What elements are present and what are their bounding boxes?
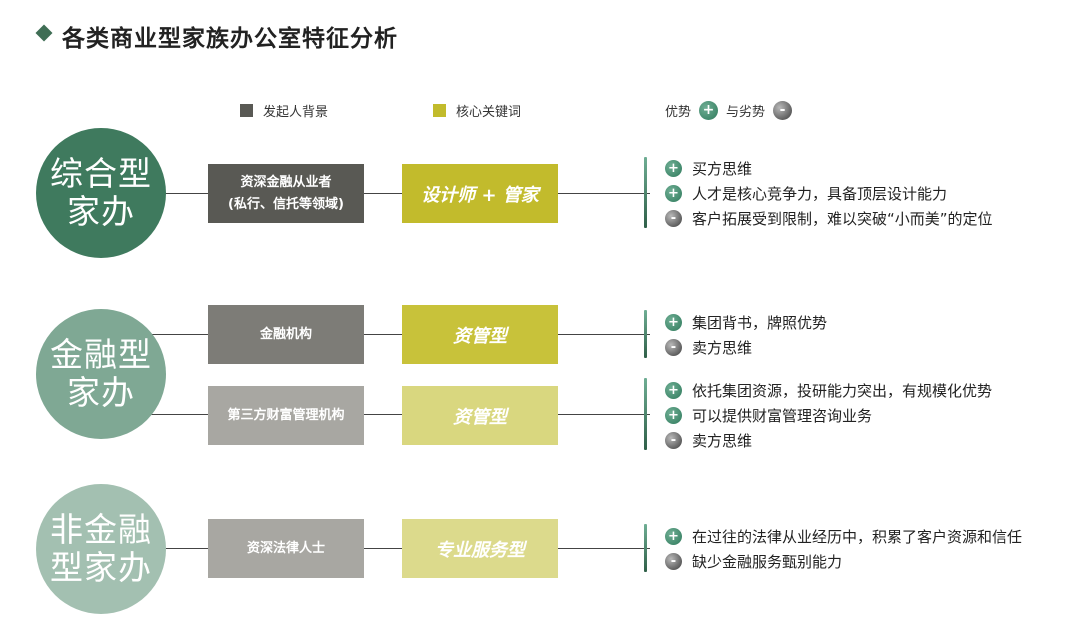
category-label-line2: 型家办 xyxy=(50,548,152,587)
legend-founder: 发起人背景 xyxy=(240,101,329,120)
legend-advantage-label: 优势 xyxy=(665,104,692,120)
page-title: 各类商业型家族办公室特征分析 xyxy=(62,26,398,52)
plus-icon: + xyxy=(665,313,682,331)
founder-label-line1: 资深法律人士 xyxy=(246,540,325,556)
feature-item: + 依托集团资源，投研能力突出，有规模化优势 xyxy=(665,379,992,401)
feature-item: - 卖方思维 xyxy=(665,429,752,451)
plus-icon: + xyxy=(665,381,682,399)
legend-keyword-label: 核心关键词 xyxy=(456,104,522,120)
connector-line xyxy=(150,193,650,194)
legend-founder-swatch xyxy=(240,103,253,117)
minus-icon: - xyxy=(665,209,682,227)
founder-label-line1: 资深金融从业者 xyxy=(240,174,332,190)
feature-text: 人才是核心竞争力，具备顶层设计能力 xyxy=(692,184,948,203)
feature-item: - 缺少金融服务甄别能力 xyxy=(665,550,842,572)
legend-founder-label: 发起人背景 xyxy=(263,104,329,120)
keyword-box: 资管型 xyxy=(402,386,558,445)
founder-label-line2: (私行、信托等领域) xyxy=(228,196,344,212)
feature-item: - 卖方思维 xyxy=(665,336,752,358)
category-label-line2: 家办 xyxy=(67,373,135,412)
feature-item: + 买方思维 xyxy=(665,157,752,179)
connector-line xyxy=(150,548,650,549)
minus-icon: - xyxy=(665,552,682,570)
category-label-line1: 非金融 xyxy=(50,510,152,549)
feature-item: + 人才是核心竞争力，具备顶层设计能力 xyxy=(665,182,947,204)
legend-pros-cons: 优势 + 与劣势 - xyxy=(665,100,800,120)
feature-item: + 可以提供财富管理咨询业务 xyxy=(665,404,872,426)
plus-icon: + xyxy=(665,406,682,424)
plus-icon: + xyxy=(665,527,682,545)
category-label-line2: 家办 xyxy=(67,192,135,231)
category-label-line1: 金融型 xyxy=(50,335,152,374)
minus-icon: - xyxy=(665,431,682,449)
legend-keyword-swatch xyxy=(433,103,446,117)
feature-text: 依托集团资源，投研能力突出，有规模化优势 xyxy=(692,381,993,400)
founder-box: 第三方财富管理机构 xyxy=(208,386,364,445)
category-label-line1: 综合型 xyxy=(50,154,152,193)
feature-bracket xyxy=(644,157,647,228)
keyword-box: 设计师 + 管家 xyxy=(402,164,558,223)
feature-text: 客户拓展受到限制，难以突破“小而美”的定位 xyxy=(692,209,993,228)
legend-disadvantage-label: 与劣势 xyxy=(726,104,766,120)
connector-line xyxy=(150,334,650,335)
keyword-box: 资管型 xyxy=(402,305,558,364)
founder-box: 金融机构 xyxy=(208,305,364,364)
founder-label-line1: 第三方财富管理机构 xyxy=(227,407,345,423)
founder-box: 资深法律人士 xyxy=(208,519,364,578)
title-diamond-icon xyxy=(35,24,53,42)
founder-box: 资深金融从业者 (私行、信托等领域) xyxy=(208,164,364,223)
plus-icon: + xyxy=(699,100,719,120)
feature-bracket xyxy=(644,310,647,358)
minus-icon: - xyxy=(665,338,682,356)
feature-text: 可以提供财富管理咨询业务 xyxy=(692,406,873,425)
legend-keyword: 核心关键词 xyxy=(433,101,522,120)
connector-line xyxy=(150,414,650,415)
feature-text: 在过往的法律从业经历中，积累了客户资源和信任 xyxy=(692,527,1023,546)
feature-text: 卖方思维 xyxy=(692,431,753,450)
feature-bracket xyxy=(644,524,647,572)
founder-label-line1: 金融机构 xyxy=(259,326,312,342)
feature-text: 缺少金融服务甄别能力 xyxy=(692,552,843,571)
plus-icon: + xyxy=(665,184,682,202)
category-circle-comprehensive: 综合型 家办 xyxy=(36,128,166,258)
plus-icon: + xyxy=(665,159,682,177)
feature-text: 买方思维 xyxy=(692,159,753,178)
feature-item: - 客户拓展受到限制，难以突破“小而美”的定位 xyxy=(665,207,993,229)
feature-text: 卖方思维 xyxy=(692,338,753,357)
keyword-box: 专业服务型 xyxy=(402,519,558,578)
feature-bracket xyxy=(644,378,647,450)
feature-text: 集团背书，牌照优势 xyxy=(692,313,828,332)
feature-item: + 集团背书，牌照优势 xyxy=(665,311,827,333)
category-circle-non-financial: 非金融 型家办 xyxy=(36,484,166,614)
minus-icon: - xyxy=(773,100,793,120)
category-circle-financial: 金融型 家办 xyxy=(36,309,166,439)
feature-item: + 在过往的法律从业经历中，积累了客户资源和信任 xyxy=(665,525,1022,547)
